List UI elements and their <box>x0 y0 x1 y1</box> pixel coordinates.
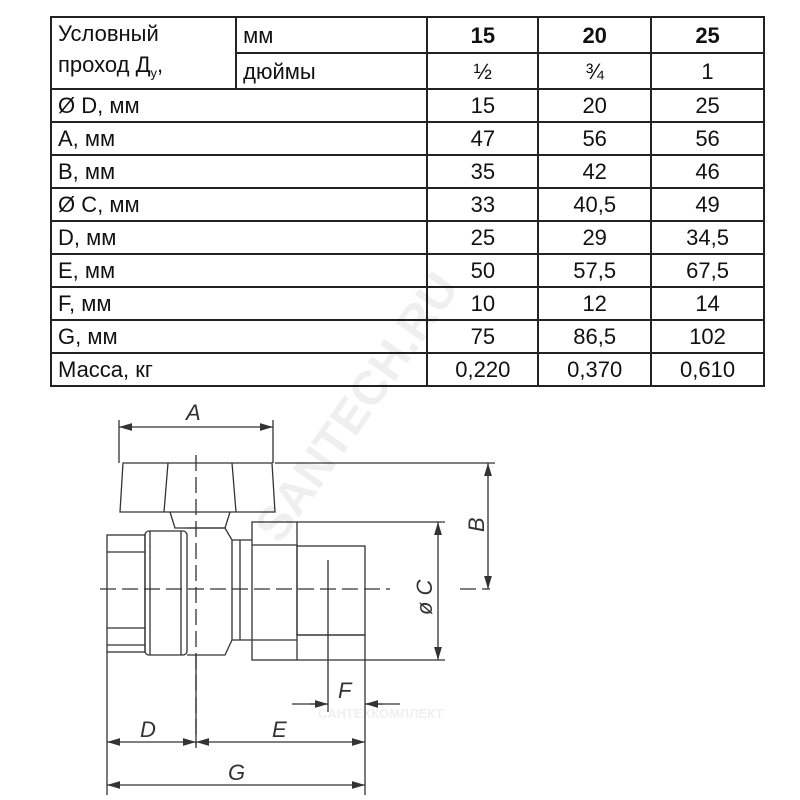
row-label: D, мм <box>49 220 429 256</box>
row-label: Масса, кг <box>49 352 429 388</box>
row-value: 50 <box>426 253 540 289</box>
size-inch: ½ <box>426 52 540 91</box>
row-value: 34,5 <box>650 220 765 256</box>
label-e: E <box>272 717 287 742</box>
row-value: 29 <box>537 220 653 256</box>
row-value: 25 <box>650 88 765 124</box>
row-label: E, мм <box>49 253 429 289</box>
row-value: 0,370 <box>537 352 653 388</box>
row-label: A, мм <box>49 121 429 157</box>
row-label: F, мм <box>49 286 429 322</box>
row-value: 0,220 <box>426 352 540 388</box>
unit-inch: дюймы <box>235 52 429 91</box>
row-label: Ø C, мм <box>49 187 429 223</box>
ball-body <box>144 530 188 656</box>
unit-mm: мм <box>235 15 429 55</box>
row-value: 40,5 <box>537 187 653 223</box>
size-mm: 15 <box>426 15 540 55</box>
row-value: 12 <box>537 286 653 322</box>
row-value: 20 <box>537 88 653 124</box>
row-value: 67,5 <box>650 253 765 289</box>
header-row-inch: дюймы ½ ¾ 1 <box>51 52 765 91</box>
row-value: 42 <box>537 154 653 190</box>
size-mm: 20 <box>537 15 653 55</box>
row-value: 56 <box>537 121 653 157</box>
row-value: 33 <box>426 187 540 223</box>
row-value: 56 <box>650 121 765 157</box>
row-value: 47 <box>426 121 540 157</box>
row-value: 57,5 <box>537 253 653 289</box>
row-value: 0,610 <box>650 352 765 388</box>
row-value: 15 <box>426 88 540 124</box>
label-d: D <box>140 717 156 742</box>
label-g: G <box>228 760 245 785</box>
hex-nut <box>251 521 298 661</box>
row-value: 10 <box>426 286 540 322</box>
row-value: 49 <box>650 187 765 223</box>
row-label: Ø D, мм <box>49 88 429 124</box>
size-inch: 1 <box>650 52 765 91</box>
row-value: 14 <box>650 286 765 322</box>
row-value: 86,5 <box>537 319 653 355</box>
row-value: 75 <box>426 319 540 355</box>
handle <box>119 462 276 513</box>
label-b: B <box>464 517 489 532</box>
row-value: 35 <box>426 154 540 190</box>
size-inch: ¾ <box>537 52 653 91</box>
row-label: B, мм <box>49 154 429 190</box>
header-row-mm: Условный проход Ду, мм 15 20 25 <box>49 15 765 91</box>
size-mm: 25 <box>650 15 765 55</box>
row-value: 102 <box>650 319 765 355</box>
row-label: G, мм <box>49 319 429 355</box>
label-a: A <box>184 400 201 425</box>
row-value: 25 <box>426 220 540 256</box>
label-f: F <box>338 678 353 703</box>
dimensions-table: Условный проход Ду, мм 15 20 25 дюймы ½ … <box>49 15 765 388</box>
nominal-bore-label: Условный проход Ду, <box>49 15 238 91</box>
row-value: 46 <box>650 154 765 190</box>
thread <box>296 545 366 636</box>
label-c: ø C <box>412 579 437 615</box>
